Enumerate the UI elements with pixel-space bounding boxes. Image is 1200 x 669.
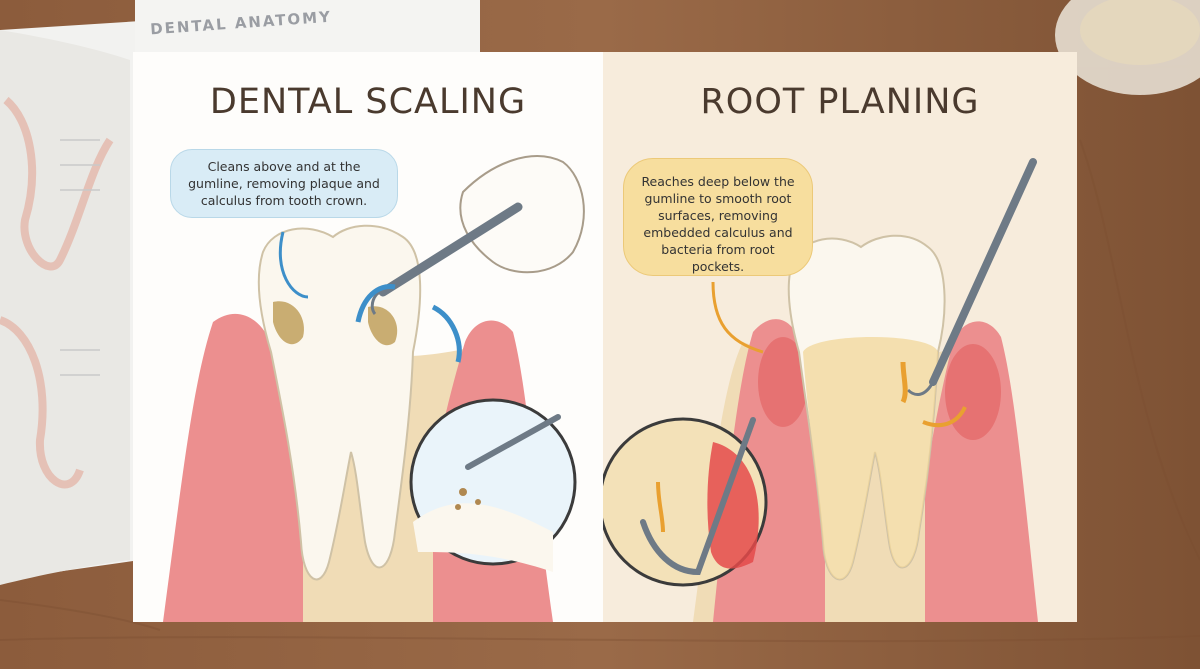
removed-particles <box>455 488 481 510</box>
inset-gum <box>707 442 759 569</box>
anatomy-book <box>0 0 480 585</box>
curette-tip <box>906 381 935 396</box>
scaler-tip <box>370 288 386 315</box>
calculus-deposit <box>368 306 398 346</box>
inflammation <box>945 344 1001 440</box>
pointer-arrow <box>278 231 309 299</box>
inset-tooth <box>413 503 553 572</box>
root-planing-callout: Reaches deep below the gumline to smooth… <box>623 158 813 276</box>
dental-scaling-callout: Cleans above and at the gumline, removin… <box>170 149 398 218</box>
pointer-arrow <box>711 281 764 354</box>
motion-arrow <box>355 284 396 323</box>
curette-instrument <box>929 158 1037 386</box>
inset-arrow <box>656 481 665 533</box>
motion-arrow <box>922 406 967 428</box>
dental-scaling-panel: DENTAL SCALING Cleans above and at the g… <box>133 52 603 622</box>
motion-arrow <box>431 304 462 363</box>
cup <box>1055 0 1200 95</box>
dental-scaling-illustration <box>163 155 585 622</box>
dental-scaling-title: DENTAL SCALING <box>209 82 527 122</box>
motion-arrow <box>900 361 908 404</box>
inset-curette <box>640 417 756 576</box>
gum-right <box>925 321 1038 622</box>
inset-scaler <box>465 414 561 470</box>
gum-left <box>163 313 303 622</box>
root-planing-title: ROOT PLANING <box>700 82 980 122</box>
hand <box>459 155 585 274</box>
root-planing-panel: ROOT PLANING Reaches deep below the guml… <box>603 52 1077 622</box>
scaler-instrument <box>378 202 523 297</box>
calculus-deposit <box>273 301 304 345</box>
inflammation <box>758 337 808 427</box>
root-planing-illustration <box>603 158 1038 622</box>
